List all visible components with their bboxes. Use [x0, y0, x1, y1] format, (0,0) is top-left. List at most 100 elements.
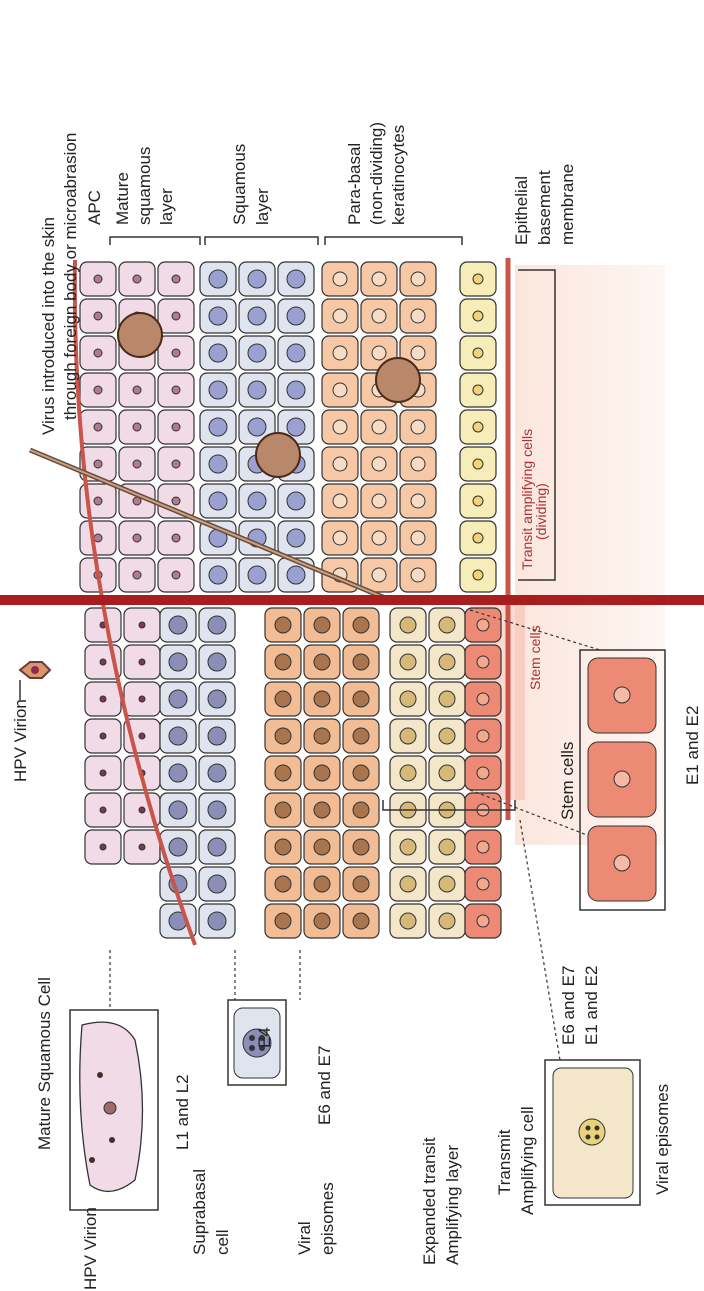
parabasal-cell-nucleus: [333, 457, 347, 471]
label-suprabasal-2: cell: [213, 1229, 232, 1255]
parabasal-cell-nucleus: [333, 346, 347, 360]
stem-cell-nucleus: [477, 767, 489, 779]
parabasal-cell-nucleus: [411, 346, 425, 360]
parabasal-cell-nucleus: [372, 309, 386, 323]
label-viral-episomes-1: Viral: [295, 1221, 314, 1255]
label-squamous-layer-1: Squamous: [230, 144, 249, 225]
squamous-cell-nucleus: [287, 566, 305, 584]
mature-cell-lower-nucleus: [100, 770, 106, 776]
transit-cell-nucleus: [439, 654, 455, 670]
squamous-cell-nucleus: [287, 270, 305, 288]
suprabasal-cell-nucleus: [208, 875, 226, 893]
mature-cell-lower-nucleus: [139, 733, 145, 739]
squamous-cell-nucleus: [287, 418, 305, 436]
parabasal-cell-nucleus: [411, 531, 425, 545]
suprabasal-cell-nucleus: [169, 838, 187, 856]
expanded-transit-cell-nucleus: [275, 617, 291, 633]
transit-cell-nucleus: [400, 765, 416, 781]
squamous-cell-nucleus: [248, 307, 266, 325]
expanded-transit-cell-nucleus: [275, 876, 291, 892]
mature-cell-lower-nucleus: [100, 659, 106, 665]
squamous-cell-nucleus: [248, 270, 266, 288]
transit-cell-nucleus: [439, 765, 455, 781]
mature-squamous-cell-nucleus: [133, 571, 141, 579]
transit-cell-nucleus: [439, 876, 455, 892]
label-parabasal-3: keratinocytes: [389, 125, 408, 225]
transit-cell-nucleus: [439, 617, 455, 633]
parabasal-cell-nucleus: [372, 494, 386, 508]
label-epithelial-1: Epithelial: [512, 176, 531, 245]
basal-cell-nucleus: [473, 459, 483, 469]
expanded-transit-cell-nucleus: [314, 876, 330, 892]
label-e6-e7: E6 and E7: [315, 1046, 334, 1125]
basal-cell-nucleus: [473, 311, 483, 321]
basal-cell-nucleus: [473, 274, 483, 284]
mature-squamous-cell-nucleus: [94, 460, 102, 468]
mature-squamous-cell-nucleus: [172, 275, 180, 283]
hpv-virion-icon: [20, 662, 50, 700]
parabasal-cell-nucleus: [411, 494, 425, 508]
stem-cell-nucleus: [477, 693, 489, 705]
mature-cell-lower-nucleus: [100, 696, 106, 702]
suprabasal-cell-nucleus: [208, 838, 226, 856]
label-apc: APC: [85, 190, 104, 225]
label-transmit-1: Transmit: [495, 1129, 514, 1195]
mature-squamous-cell-nucleus: [94, 312, 102, 320]
label-stem-cells: Stem cells: [558, 742, 577, 820]
transit-cell-nucleus: [400, 654, 416, 670]
suprabasal-cell-nucleus: [208, 616, 226, 634]
basal-cell-nucleus: [473, 385, 483, 395]
expanded-transit-cell-nucleus: [314, 617, 330, 633]
mature-squamous-cell-nucleus: [172, 534, 180, 542]
expanded-transit-cell-nucleus: [314, 913, 330, 929]
suprabasal-cell-nucleus: [208, 653, 226, 671]
parabasal-cell-nucleus: [372, 272, 386, 286]
squamous-cell-nucleus: [248, 418, 266, 436]
squamous-cell-nucleus: [248, 492, 266, 510]
expanded-transit-cell-nucleus: [275, 913, 291, 929]
mature-squamous-cell-nucleus: [172, 386, 180, 394]
label-hpv-virion-top: HPV Virion: [11, 699, 30, 782]
mature-squamous-cell-nucleus: [172, 460, 180, 468]
parabasal-cell-nucleus: [333, 420, 347, 434]
apc-cell-icon: [256, 433, 300, 477]
transit-cell-nucleus: [439, 691, 455, 707]
transit-cell-nucleus: [400, 876, 416, 892]
label-transit-amp-2: (dividing): [533, 483, 549, 540]
mature-cell-lower-nucleus: [139, 696, 145, 702]
apc-cell-icon: [376, 358, 420, 402]
stem-cell-nucleus: [477, 619, 489, 631]
apc-cell-icon: [118, 313, 162, 357]
squamous-cell-nucleus: [209, 492, 227, 510]
parabasal-cell-nucleus: [372, 457, 386, 471]
label-suprabasal-1: Suprabasal: [190, 1169, 209, 1255]
parabasal-cell-nucleus: [333, 531, 347, 545]
squamous-cell-nucleus: [209, 270, 227, 288]
squamous-cell-nucleus: [248, 381, 266, 399]
squamous-cell-nucleus: [287, 307, 305, 325]
suprabasal-cell-nucleus: [208, 801, 226, 819]
suprabasal-cell-nucleus: [208, 764, 226, 782]
squamous-cell-nucleus: [209, 381, 227, 399]
basal-cell-nucleus: [473, 570, 483, 580]
expanded-transit-cell-nucleus: [353, 913, 369, 929]
suprabasal-cell-nucleus: [169, 616, 187, 634]
suprabasal-cell-nucleus: [208, 690, 226, 708]
parabasal-cell-nucleus: [372, 346, 386, 360]
stem-cell-nucleus: [477, 915, 489, 927]
label-e1-e2-b: E1 and E2: [582, 966, 601, 1045]
stem-cell-nucleus: [477, 656, 489, 668]
mature-cell-lower-nucleus: [139, 659, 145, 665]
inset-stem-cells: [580, 650, 665, 910]
inset-transit-cell: [545, 1060, 640, 1205]
mature-squamous-cell-nucleus: [172, 423, 180, 431]
transit-cell-nucleus: [439, 728, 455, 744]
mature-cell-lower-nucleus: [139, 844, 145, 850]
suprabasal-cell-nucleus: [169, 764, 187, 782]
expanded-transit-cell-nucleus: [314, 765, 330, 781]
expanded-transit-cell-nucleus: [314, 654, 330, 670]
mature-cell-lower-nucleus: [100, 844, 106, 850]
expanded-transit-cell-nucleus: [353, 691, 369, 707]
transit-cell-nucleus: [400, 691, 416, 707]
mature-squamous-cell-nucleus: [94, 497, 102, 505]
